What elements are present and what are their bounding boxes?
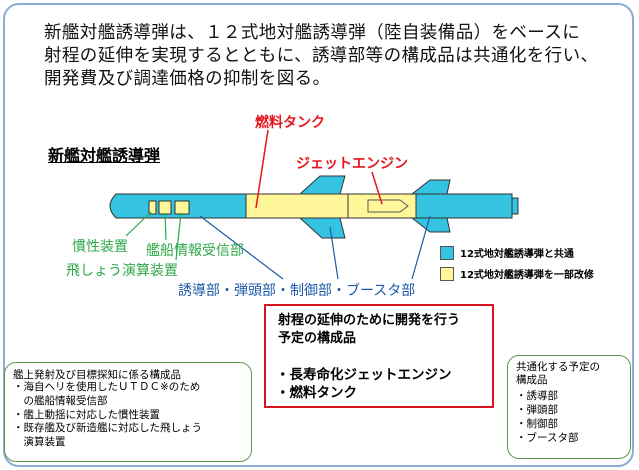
- ship-info-box: [158, 200, 172, 215]
- outer-frame: [3, 3, 634, 467]
- ship-info-leader: [164, 212, 167, 241]
- shipboard-list: ・海自ヘリを使用したＵＴＤＣ※のため の艦船情報受信部 ・艦上動揺に対応した慣性…: [13, 381, 202, 450]
- intro-line-1: 新艦対艦誘導弾は、１２式地対艦誘導弾（陸自装備品）をベースに: [44, 23, 581, 43]
- fuel-tank-label: 燃料タンク: [255, 115, 325, 131]
- common-components-box: 共通化する予定の 構成品 ・誘導部 ・弾頭部 ・制御部 ・ブースタ部: [507, 355, 631, 459]
- legend-label-common: 12式地対艦誘導弾と共通: [460, 249, 574, 260]
- development-box: 射程の延伸のために開発を行う 予定の構成品 ・長寿命化ジェットエンジン ・燃料タ…: [264, 304, 494, 408]
- forward-fin-bottom: [298, 217, 346, 239]
- fuel-tank-leader: [255, 129, 269, 209]
- common-leader-3: [411, 215, 431, 280]
- development-heading-line-1: 射程の延伸のために開発を行う: [278, 313, 461, 328]
- tail-fin-bottom: [410, 217, 451, 233]
- development-list: ・長寿命化ジェットエンジン ・燃料タンク: [276, 366, 452, 402]
- common-item: ・誘導部: [516, 390, 558, 402]
- booster-section: [415, 193, 513, 219]
- flight-calc-label: 飛しょう演算装置: [66, 263, 178, 279]
- shipboard-item: ・海自ヘリを使用したＵＴＤＣ※のため: [13, 381, 201, 393]
- common-heading-line-1: 共通化する予定の: [516, 361, 600, 373]
- common-parts-label: 誘導部・弾頭部・制御部・ブースタ部: [178, 283, 416, 299]
- inertial-leader: [125, 211, 152, 237]
- legend-item-common: 12式地対艦誘導弾と共通: [440, 245, 574, 260]
- common-leader-2: [329, 226, 339, 280]
- engine-shape: [367, 199, 409, 213]
- shipboard-item: の艦船情報受信部: [13, 394, 108, 407]
- jet-engine-leader: [371, 171, 383, 205]
- common-item: ・制御部: [516, 418, 558, 430]
- shipboard-components-box: 艦上発射及び目標探知に係る構成品 ・海自ヘリを使用したＵＴＤＣ※のため の艦船情…: [4, 362, 252, 462]
- inertial-label: 慣性装置: [72, 239, 128, 255]
- flight-calc-leader: [175, 212, 182, 261]
- common-item: ・弾頭部: [516, 404, 558, 416]
- development-heading: 射程の延伸のために開発を行う 予定の構成品: [278, 312, 460, 348]
- legend-label-modified: 12式地対艦誘導弾を一部改修: [460, 270, 594, 281]
- legend-item-modified: 12式地対艦誘導弾を一部改修: [440, 266, 594, 281]
- inertial-box: [148, 200, 157, 215]
- intro-text: 新艦対艦誘導弾は、１２式地対艦誘導弾（陸自装備品）をベースに 射程の延伸を実現す…: [44, 22, 624, 91]
- intro-line-2: 射程の延伸を実現するとともに、誘導部等の構成品は共通化を行い、: [44, 46, 599, 66]
- common-heading-line-2: 構成品: [516, 374, 548, 386]
- common-heading: 共通化する予定の 構成品: [516, 361, 600, 387]
- development-item: ・長寿命化ジェットエンジン: [276, 367, 452, 383]
- forward-fin-top: [298, 175, 346, 195]
- jet-engine-label: ジェットエンジン: [296, 156, 408, 172]
- legend-swatch-yellow: [440, 266, 454, 281]
- development-heading-line-2: 予定の構成品: [278, 331, 357, 346]
- diagram-title: 新艦対艦誘導弾: [48, 146, 161, 165]
- shipboard-heading: 艦上発射及び目標探知に係る構成品: [13, 369, 181, 381]
- common-list: ・誘導部 ・弾頭部 ・制御部 ・ブースタ部: [516, 389, 578, 445]
- shipboard-item: ・艦上動揺に対応した慣性装置: [13, 408, 160, 421]
- common-leader-1: [199, 215, 284, 280]
- intro-line-3: 開発費及び調達価格の抑制を図る。: [44, 69, 331, 89]
- shipboard-item: ・既存艦及び新造艦に対応した飛しょう: [13, 422, 202, 435]
- tail-fin-top: [410, 179, 451, 195]
- legend-swatch-cyan: [440, 245, 454, 260]
- fuel-tank-section: [245, 193, 349, 219]
- flight-calc-box: [174, 200, 190, 215]
- shipboard-item: 演算装置: [13, 436, 66, 449]
- common-item: ・ブースタ部: [516, 432, 579, 444]
- tail-cap: [511, 197, 519, 215]
- ship-info-label: 艦船情報受信部: [146, 243, 244, 259]
- development-item: ・燃料タンク: [276, 385, 357, 401]
